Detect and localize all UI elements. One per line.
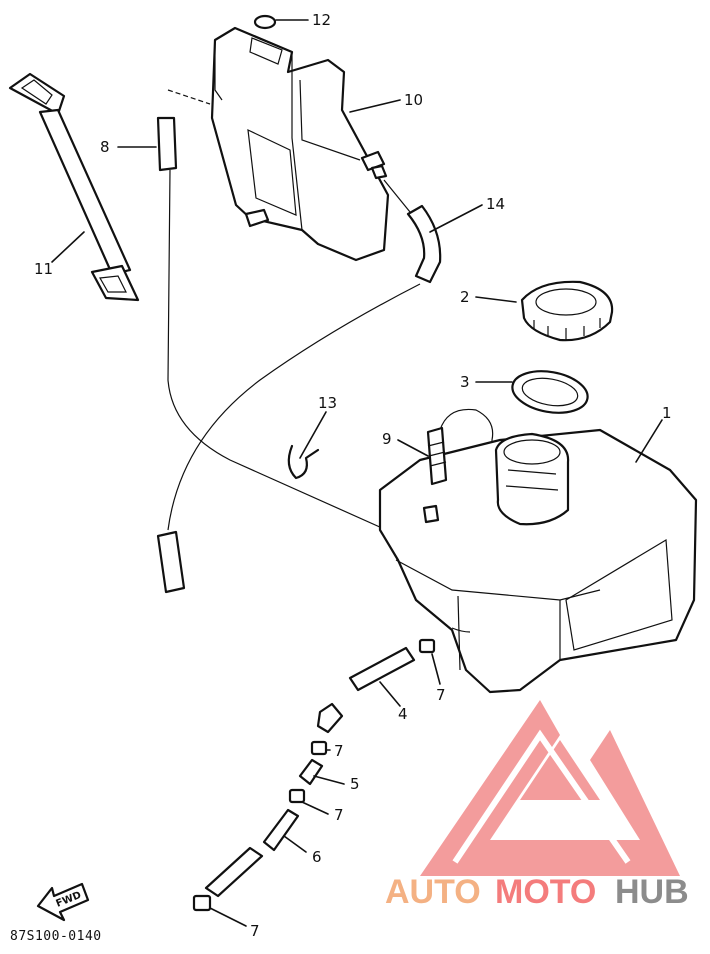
label-part-3: 3 <box>460 373 470 391</box>
drawing-code: 87S100-0140 <box>10 929 102 944</box>
leader-lines <box>51 19 663 927</box>
label-part-7-c: 7 <box>334 806 344 824</box>
part-hose-curved <box>406 204 442 284</box>
part-labels: 12 10 8 14 11 2 3 13 9 1 7 4 7 5 7 6 7 <box>34 11 672 940</box>
part-hose-6-upper <box>262 808 300 852</box>
label-part-11: 11 <box>34 260 53 278</box>
part-fitting <box>426 426 448 486</box>
watermark-moto: MOTO <box>495 873 596 911</box>
part-hose-short <box>156 116 178 172</box>
part-hose-4-end <box>316 702 344 734</box>
part-fuel-tank <box>378 428 698 694</box>
label-part-7-a: 7 <box>436 686 446 704</box>
watermark-text: AUTO MOTO HUB <box>385 873 689 911</box>
part-hose-lower-left <box>156 530 186 594</box>
label-part-7-b: 7 <box>334 742 344 760</box>
part-hose-6-lower <box>204 846 264 898</box>
label-part-5: 5 <box>350 775 360 793</box>
label-part-14: 14 <box>486 195 505 213</box>
part-hose-5 <box>298 758 324 786</box>
label-part-7-d: 7 <box>250 922 260 940</box>
part-clamps <box>192 638 436 912</box>
watermark-auto: AUTO <box>385 873 481 911</box>
part-clip <box>287 444 320 480</box>
part-hose-4 <box>348 646 416 692</box>
part-cap-small <box>253 14 277 30</box>
logo-triangle-mark <box>420 700 680 876</box>
label-part-9: 9 <box>382 430 392 448</box>
watermark-hub: HUB <box>615 873 689 911</box>
label-part-6: 6 <box>312 848 322 866</box>
label-part-13: 13 <box>318 394 337 412</box>
label-part-1: 1 <box>662 404 672 422</box>
label-part-8: 8 <box>100 138 110 156</box>
label-part-12: 12 <box>312 11 331 29</box>
part-fuel-cap <box>520 280 614 342</box>
fwd-arrow: FWD <box>36 882 90 922</box>
label-part-2: 2 <box>460 288 470 306</box>
automotohub-logo <box>420 700 680 876</box>
label-part-4: 4 <box>398 705 408 723</box>
label-part-10: 10 <box>404 91 423 109</box>
part-strap <box>8 72 140 302</box>
logo-inner-stroke <box>452 729 631 864</box>
part-reservoir-tank <box>210 26 390 262</box>
part-gasket <box>511 370 589 414</box>
